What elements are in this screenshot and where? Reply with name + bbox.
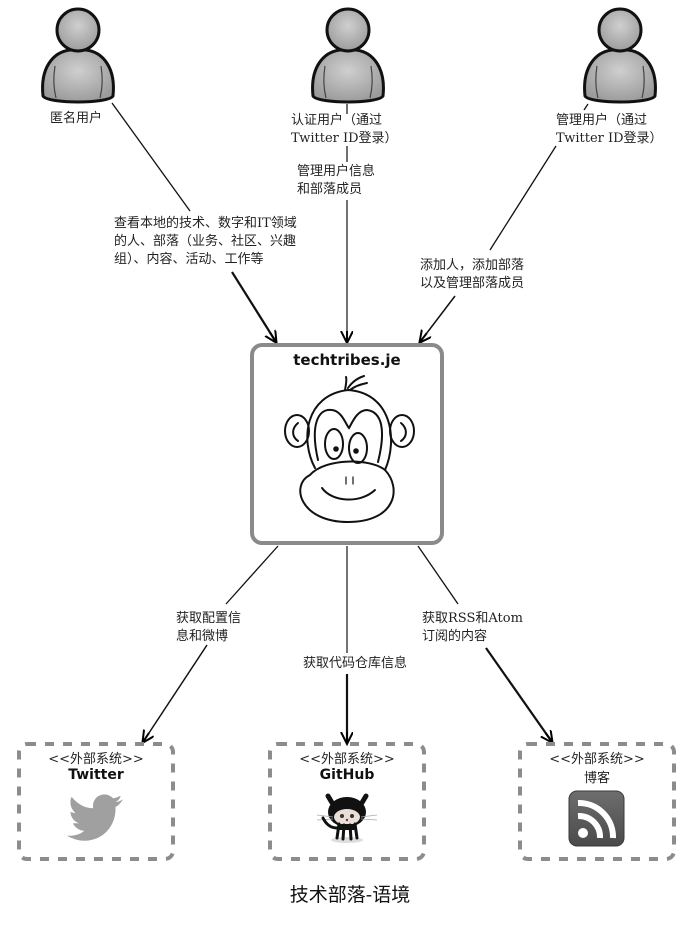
techtribes-system-title: techtribes.je (293, 351, 401, 369)
actor-label-anonymous: 匿名用户 (50, 110, 102, 128)
actor-label-line: Twitter ID登录） (291, 131, 398, 146)
relationship-label-line: 息和微博 (176, 629, 229, 644)
actor-label-line: 匿名用户 (50, 111, 103, 126)
relationship-label-anonymous: 查看本地的技术、数字和IT领域 的人、部落（业务、社区、兴趣 组）、内容、活动、… (114, 215, 297, 269)
person-icon-authenticated (311, 7, 385, 104)
relationship-label-authenticated: 管理用户信息 和部落成员 (297, 163, 375, 199)
relationship-label-line: 管理用户信息 (297, 164, 376, 179)
blog-system-header: <<外部系统>> 博客 (520, 748, 674, 786)
relationship-label-line: 获取RSS和Atom (422, 611, 523, 626)
twitter-system-box (17, 742, 175, 861)
relationship-label-line: 组）、内容、活动、工作等 (114, 252, 264, 267)
relationship-label-line: 以及管理部落成员 (420, 276, 525, 291)
blog-system-box (518, 742, 676, 861)
actor-label-line: 管理用户（通过 (556, 113, 648, 128)
relationship-label-line: 获取代码仓库信息 (303, 656, 408, 671)
github-octocat-icon (316, 793, 378, 843)
system-name: GitHub (319, 767, 375, 783)
twitter-system-header: <<外部系统>> Twitter (19, 748, 173, 783)
rss-feed-icon (568, 790, 625, 847)
relationship-admin-line (420, 103, 589, 342)
relationship-label-line: 订阅的内容 (422, 629, 488, 644)
github-system-header: <<外部系统>> GitHub (270, 748, 424, 783)
system-name: 博客 (583, 771, 610, 786)
techtribes-system-box (250, 343, 444, 545)
actor-label-authenticated: 认证用户（通过 Twitter ID登录） (291, 112, 398, 148)
actor-label-line: Twitter ID登录） (556, 131, 663, 146)
relationship-label-line: 和部落成员 (297, 182, 363, 197)
relationship-blog-line (417, 545, 552, 742)
relationship-label-line: 查看本地的技术、数字和IT领域 (114, 216, 297, 231)
relationship-label-twitter: 获取配置信 息和微博 (176, 610, 241, 646)
figure-caption: 技术部落-语境 (289, 884, 411, 906)
relationship-anonymous-line (111, 102, 276, 342)
stereotype-label: <<外部系统>> (299, 752, 395, 767)
actor-label-line: 认证用户（通过 (291, 113, 383, 128)
relationship-label-line: 获取配置信 (176, 611, 242, 626)
system-name: Twitter (68, 767, 124, 783)
stereotype-label: <<外部系统>> (48, 752, 144, 767)
stereotype-label: <<外部系统>> (549, 752, 645, 767)
relationship-label-line: 添加人，添加部落 (420, 258, 525, 273)
relationship-label-line: 的人、部落（业务、社区、兴趣 (114, 234, 297, 249)
monkey-face-icon (284, 375, 415, 524)
github-system-box (268, 742, 426, 861)
person-icon-anonymous (41, 7, 115, 104)
relationship-label-github: 获取代码仓库信息 (303, 655, 407, 673)
actor-label-admin: 管理用户（通过 Twitter ID登录） (556, 112, 663, 148)
relationship-twitter-line (143, 545, 279, 742)
twitter-bird-icon (66, 794, 123, 841)
relationship-label-admin: 添加人，添加部落 以及管理部落成员 (420, 257, 524, 293)
relationship-label-blog: 获取RSS和Atom 订阅的内容 (422, 610, 523, 646)
person-icon-admin (583, 7, 657, 104)
